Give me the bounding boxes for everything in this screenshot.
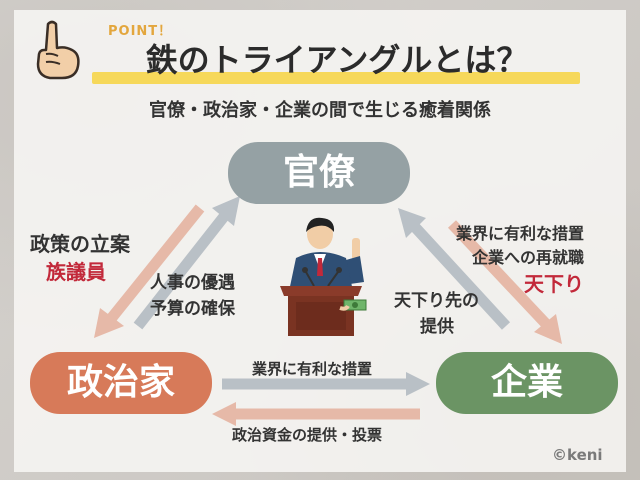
arrow-kanryo-to-seijika [94, 204, 205, 338]
label-retire-line1: 天下り先の [394, 291, 479, 311]
copyright-logo: ©keni [552, 446, 603, 464]
node-seijika: 政治家 [30, 352, 212, 414]
label-seijika-to-kigyo: 業界に有利な措置 [252, 360, 373, 378]
page-title: 鉄のトライアングルとは？ [145, 41, 529, 79]
label-policy: 政策の立案 [30, 232, 130, 256]
label-industry-line1: 業界に有利な措置 [456, 224, 585, 243]
arrow-kigyo-to-seijika [212, 402, 420, 426]
title-highlight [92, 72, 580, 84]
politician-at-podium-icon [280, 217, 367, 336]
arrow-kigyo-to-kanryo [398, 208, 511, 330]
label-amakudari: 天下り [524, 272, 584, 296]
label-industry-line2: 企業への再就職 [472, 248, 585, 267]
label-personnel-line1: 人事の優遇 [150, 273, 235, 293]
point-label: POINT！ [108, 24, 173, 39]
label-retire-line2: 提供 [420, 317, 454, 337]
node-kigyo: 企業 [436, 352, 618, 414]
label-personnel-line2: 予算の確保 [150, 299, 235, 319]
arrow-kanryo-to-kigyo [447, 220, 562, 344]
node-kanryo: 官僚 [228, 142, 410, 204]
label-zokugiin: 族議員 [46, 260, 106, 284]
arrow-seijika-to-kanryo [133, 196, 240, 330]
arrow-seijika-to-kigyo [222, 372, 430, 396]
label-kigyo-to-seijika: 政治資金の提供・投票 [232, 426, 383, 444]
page-subtitle: 官僚・政治家・企業の間で生じる癒着関係 [149, 100, 491, 121]
pointing-hand-icon [36, 20, 80, 80]
